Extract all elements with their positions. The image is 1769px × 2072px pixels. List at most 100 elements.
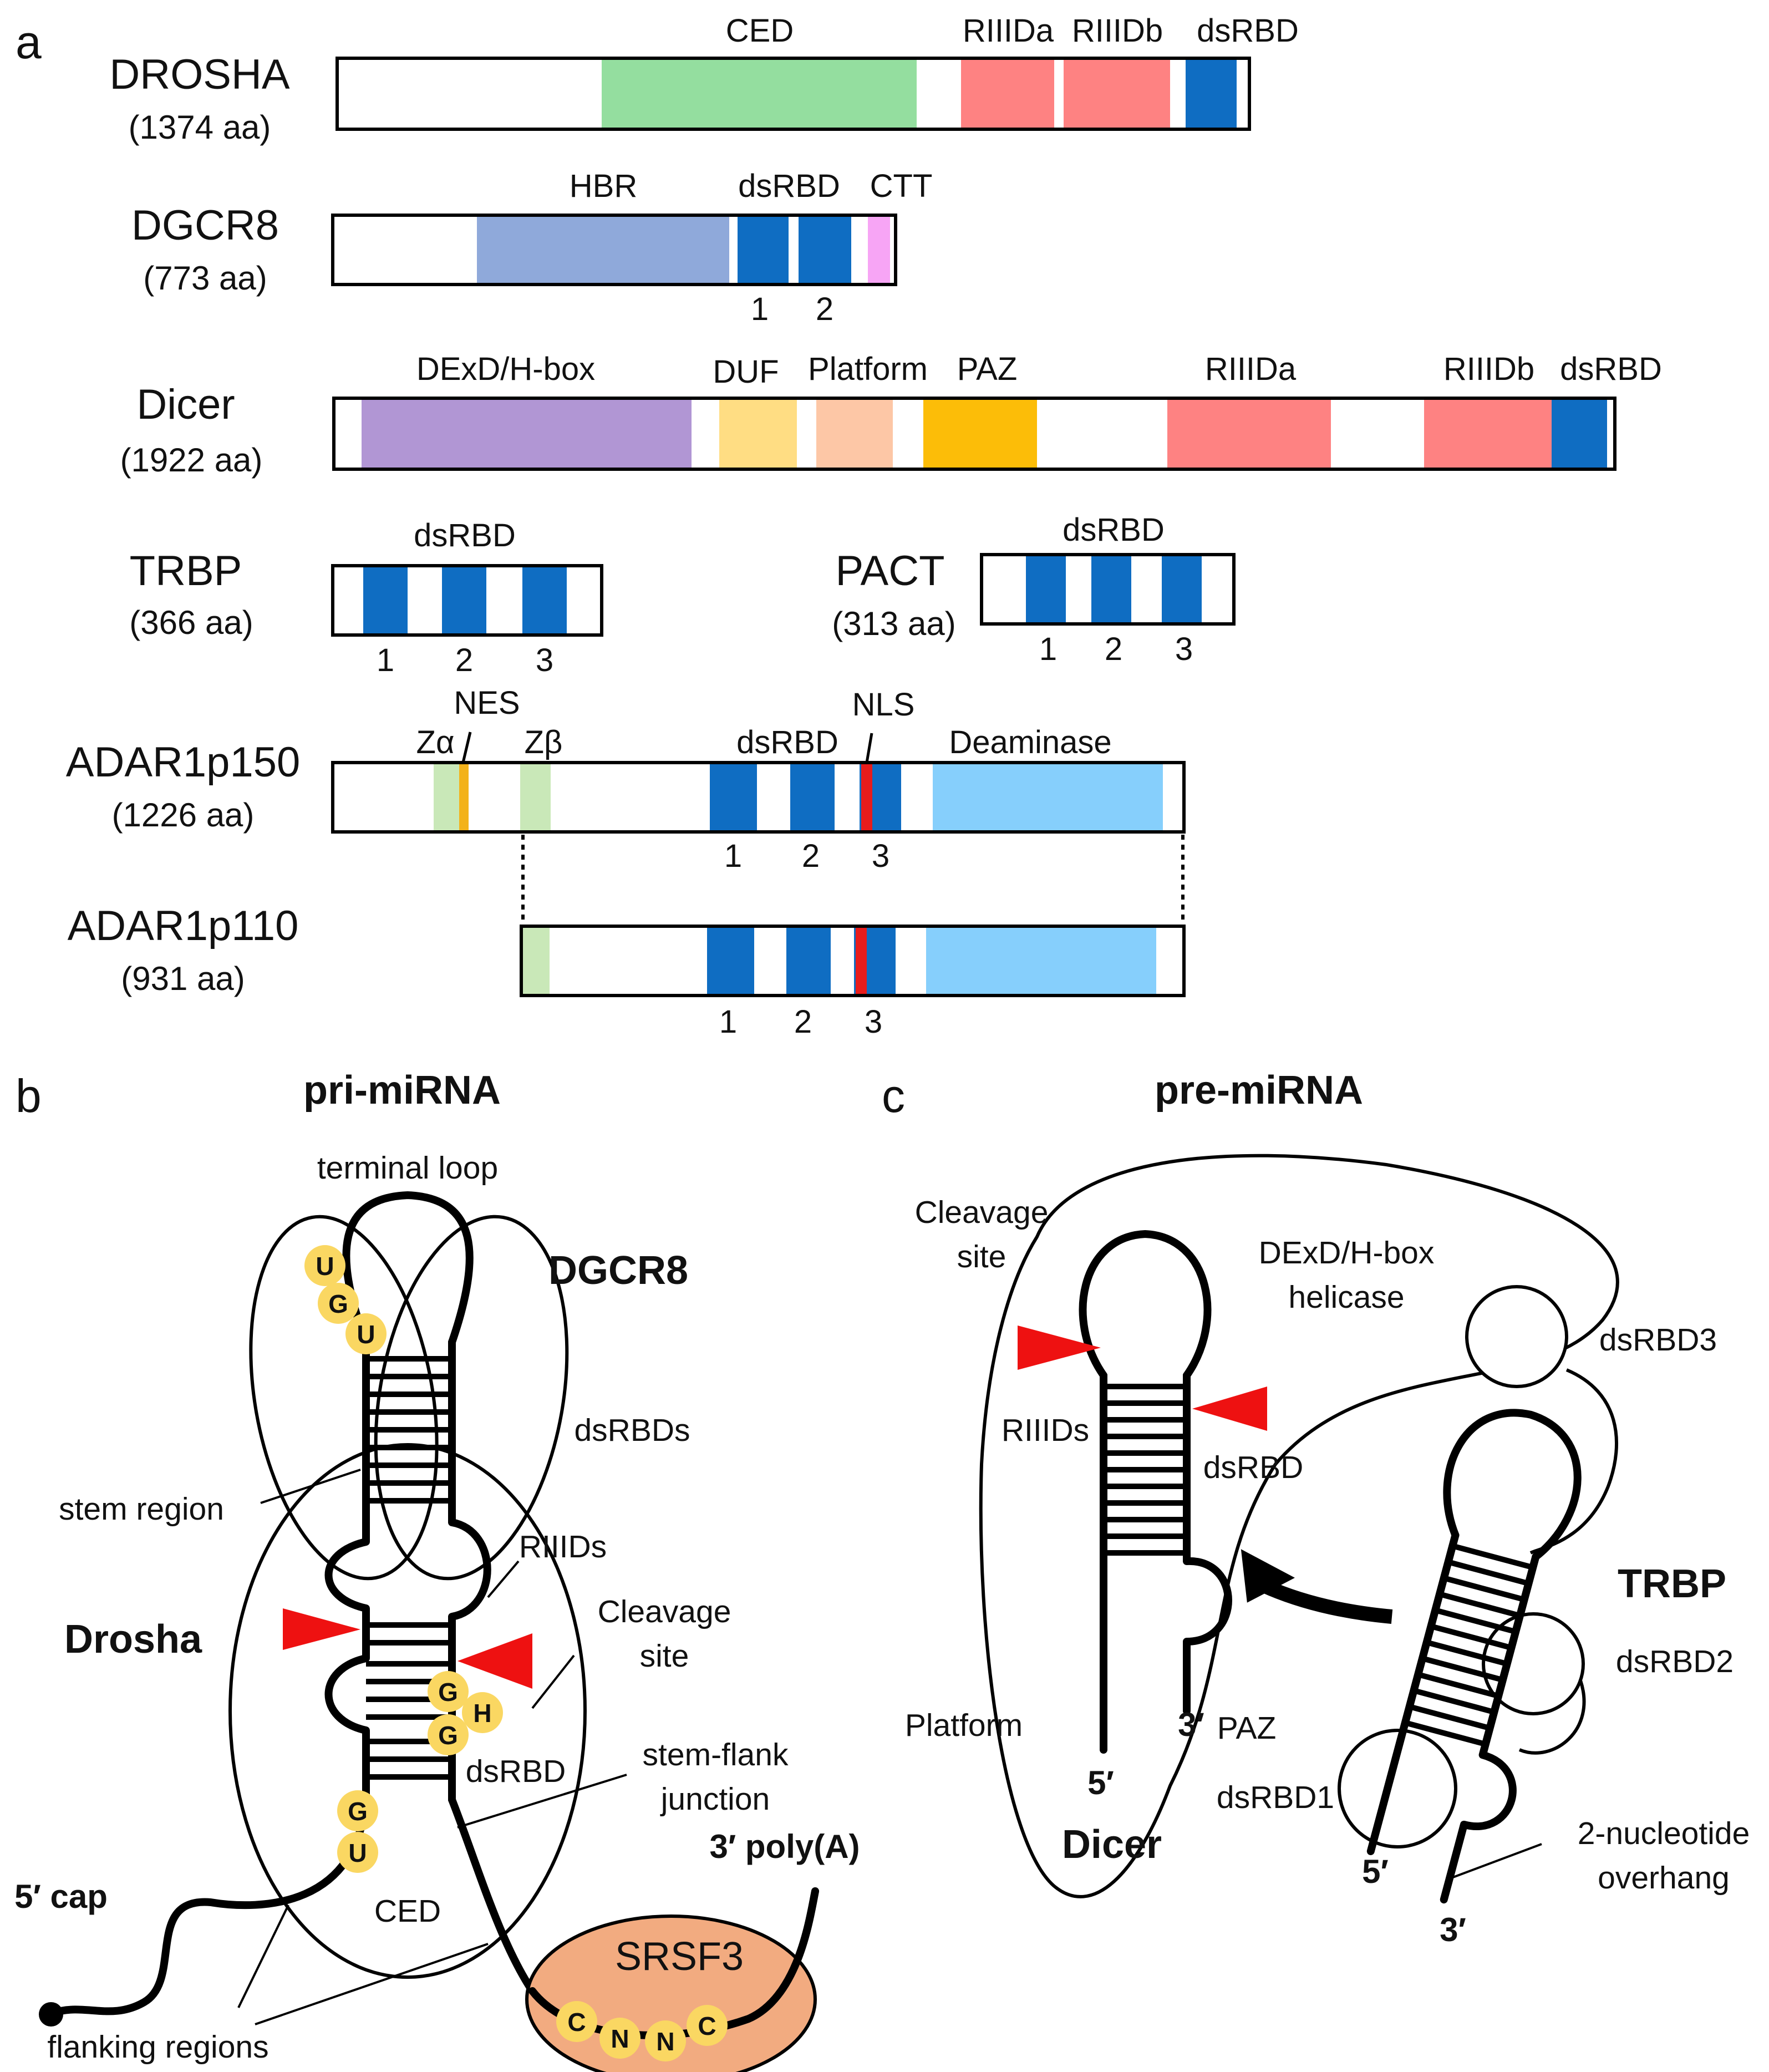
nucleotide <box>428 1714 469 1755</box>
domain-number: 1 <box>1039 631 1057 667</box>
domain-ctt <box>868 217 890 283</box>
domain-riiidb <box>1064 60 1170 128</box>
cleavage-arrow-icon <box>458 1633 532 1689</box>
nucleotide-letter: G <box>438 1721 458 1750</box>
protein-length: (1922 aa) <box>120 441 263 479</box>
domain-number: 3 <box>872 838 889 874</box>
nucleotide-letter: N <box>611 2024 629 2053</box>
domain-riiida <box>961 60 1054 128</box>
three-prime-label: 3′ <box>1440 1911 1466 1948</box>
domain-nes <box>459 764 469 830</box>
three-prime-label: 3′ <box>1178 1706 1204 1743</box>
base-pair <box>1426 1639 1508 1667</box>
protein-dgcr8: DGCR8 (773 aa) HBR dsRBD CTT 1 2 <box>131 168 932 327</box>
domain-dsrbd <box>1186 60 1237 128</box>
drosha-label: Drosha <box>64 1617 202 1662</box>
domain-number: 1 <box>724 838 742 874</box>
domain-label: Zβ <box>525 724 563 760</box>
overhang-leader <box>1452 1843 1542 1878</box>
ced-label: CED <box>374 1893 441 1929</box>
ugu-motif: U G U <box>304 1245 387 1354</box>
domain-dsrbd-2 <box>442 567 486 633</box>
protein-adar1p110: ADAR1p110 (931 aa) 1 2 3 <box>68 902 1186 1040</box>
nucleotide-letter: U <box>348 1839 367 1867</box>
domain-label: Zα <box>416 724 455 760</box>
base-pair <box>1438 1591 1521 1618</box>
domain-label: RIIIDb <box>1443 351 1534 387</box>
domain-label: DUF <box>713 354 779 390</box>
dsrbd1-domain <box>1338 1729 1457 1848</box>
cleavage-label: site <box>957 1239 1006 1274</box>
dsrbd-label: dsRBD <box>1203 1450 1304 1485</box>
domain-duf <box>719 400 797 468</box>
base-pairs <box>1404 1543 1534 1747</box>
dsrbd3-label: dsRBD3 <box>1599 1322 1717 1358</box>
five-prime-label: 5′ <box>1362 1853 1389 1890</box>
domain-number: 3 <box>536 642 553 678</box>
domain-dsrbd-1 <box>363 567 408 633</box>
panel-label-a: a <box>16 16 42 68</box>
domain-riiidb <box>1424 400 1552 468</box>
domain-number: 2 <box>816 291 833 327</box>
domain-label: dsRBD <box>1063 512 1165 548</box>
nucleotide-letter: N <box>656 2027 674 2056</box>
domain-helicase <box>362 400 692 468</box>
domain-dsrbd-1 <box>1026 556 1066 622</box>
domain-number: 1 <box>719 1004 737 1040</box>
flanking-regions-label: flanking regions <box>47 2029 268 2065</box>
domain-number: 2 <box>1105 631 1122 667</box>
base-pair <box>1417 1672 1499 1699</box>
polya-label: 3′ poly(A) <box>709 1828 860 1865</box>
domain-deaminase <box>926 928 1156 994</box>
dsrbd3-domain <box>1465 1285 1568 1388</box>
five-prime-label: 5′ <box>1087 1764 1114 1801</box>
riiids-label: RIIIDs <box>1002 1413 1089 1448</box>
protein-length: (1226 aa) <box>112 796 255 834</box>
transfer-arrowhead-icon <box>1241 1549 1295 1603</box>
domain-label: PAZ <box>957 351 1018 387</box>
pri-mirna-title: pri-miRNA <box>303 1068 501 1113</box>
nucleotide-letter: U <box>357 1320 375 1349</box>
protein-pact: PACT (313 aa) dsRBD 1 2 3 <box>832 512 1236 667</box>
protein-adar1p150: ADAR1p150 (1226 aa) Zα NES Zβ dsRBD NLS … <box>66 685 1186 874</box>
protein-name: ADAR1p110 <box>68 902 299 949</box>
protein-drosha: DROSHA (1374 aa) CED RIIIDa RIIIDb dsRBD <box>109 13 1298 146</box>
nucleotide-letter: C <box>567 2008 586 2037</box>
nucleotide-letter: C <box>698 2012 716 2040</box>
cap-label: 5′ cap <box>14 1878 108 1915</box>
trbp-label: TRBP <box>1618 1562 1726 1606</box>
domain-label: dsRBD <box>736 724 838 760</box>
protein-name: PACT <box>835 547 944 595</box>
base-pair <box>1421 1655 1504 1683</box>
domain-dsrbd-3 <box>1162 556 1202 622</box>
protein-dicer: Dicer (1922 aa) DExD/H-box DUF Platform … <box>120 351 1662 479</box>
domain-number: 3 <box>1175 631 1193 667</box>
junction-label: junction <box>660 1781 770 1817</box>
riiids-label: RIIIDs <box>519 1529 607 1565</box>
domain-paz <box>923 400 1037 468</box>
protein-name: TRBP <box>130 547 242 595</box>
leader-lines <box>237 1469 627 2025</box>
domain-z-alpha <box>434 764 460 830</box>
base-pair <box>1404 1720 1487 1747</box>
domain-label: dsRBD <box>414 517 516 553</box>
nucleotide <box>318 1283 359 1324</box>
protein-length: (773 aa) <box>143 260 267 297</box>
domain-platform <box>816 400 893 468</box>
nucleotide <box>599 2018 640 2059</box>
domain-hbr <box>477 217 729 283</box>
base-pair <box>1447 1559 1529 1587</box>
domain-label: DExD/H-box <box>416 351 595 387</box>
trbp-linker <box>1518 1680 1586 1755</box>
nucleotide <box>645 2020 686 2061</box>
overhang-label: 2-nucleotide <box>1578 1816 1750 1851</box>
domain-z-beta <box>523 928 550 994</box>
domain-label: dsRBD <box>1560 351 1662 387</box>
pre-mirna-diagram: Cleavage site DExD/H-box helicase dsRBD3… <box>905 1154 1750 1948</box>
domain-number: 3 <box>865 1004 882 1040</box>
base-pair <box>1434 1607 1517 1634</box>
domain-label: dsRBD <box>738 168 840 204</box>
cleavage-arrow-icon <box>283 1608 360 1650</box>
domain-dsrbd-1 <box>707 928 754 994</box>
protein-trbp: TRBP (366 aa) dsRBD 1 2 3 <box>129 517 603 678</box>
